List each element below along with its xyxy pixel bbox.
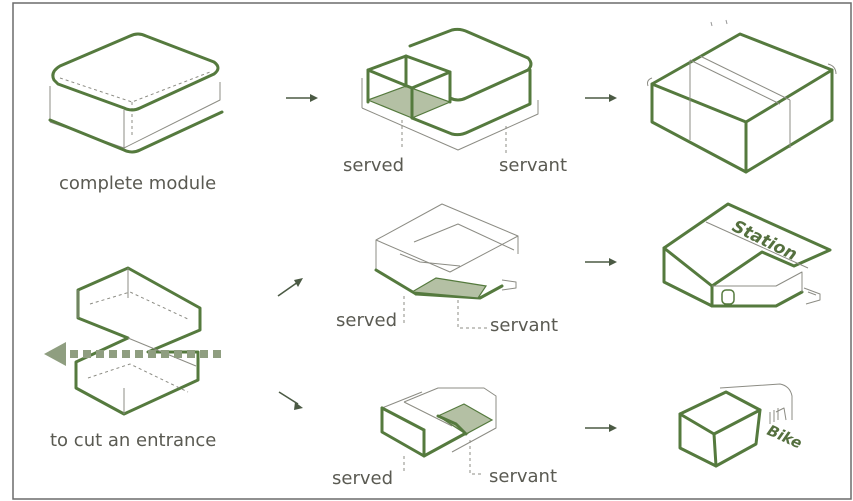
cut-entrance-drawing [74, 266, 202, 416]
bike-label: Bike [764, 421, 804, 452]
arrow-5 [585, 258, 617, 266]
station-module [662, 202, 832, 308]
entrance-arrow [44, 342, 222, 366]
servant-label-2: servant [490, 315, 558, 336]
servant-label-3: servant [489, 466, 557, 487]
served-servant-module-1 [361, 27, 539, 156]
served-label-1: served [343, 155, 404, 176]
complete-module-label: complete module [59, 173, 216, 194]
arrow-6 [585, 424, 617, 432]
arrow-3 [277, 278, 303, 297]
served-label-3: served [332, 468, 393, 489]
served-label-2: served [336, 310, 397, 331]
cut-entrance-label: to cut an entrance [50, 430, 216, 451]
served-servant-module-3 [380, 387, 497, 475]
arrow-2 [585, 94, 617, 102]
stray-marks [710, 19, 728, 27]
bike-module [678, 383, 793, 468]
servant-label-1: servant [499, 155, 567, 176]
frame-border [12, 2, 852, 500]
arrow-4 [278, 391, 303, 410]
served-servant-module-2 [374, 203, 519, 329]
roofed-module [647, 32, 837, 174]
arrow-1 [286, 94, 318, 102]
station-label: Station [729, 217, 800, 265]
complete-module-drawing [48, 32, 224, 154]
